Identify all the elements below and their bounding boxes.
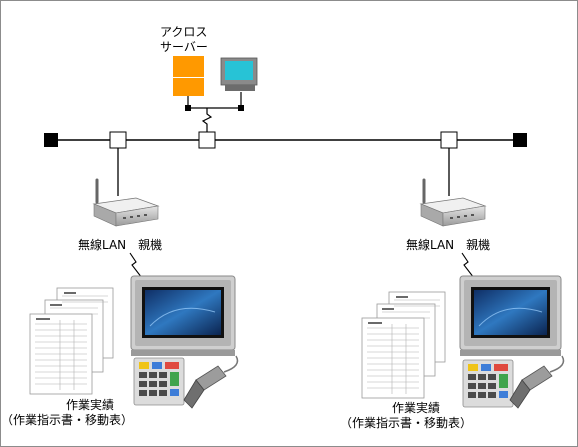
server-icon (173, 56, 204, 96)
server-label-line1: アクロス (160, 25, 208, 39)
records-right-title: 作業実績 (391, 401, 440, 415)
documents-right-icon (361, 291, 446, 399)
terminal-left-icon (130, 275, 239, 409)
network-node-left (109, 131, 127, 149)
access-point-right-label: 無線LAN 親機 (406, 238, 491, 252)
barcode-scanner-left-icon (183, 355, 239, 409)
terminator-left (44, 133, 58, 147)
network-node-right (440, 131, 458, 149)
network-node-center (198, 131, 216, 149)
keypad-right-icon (462, 359, 514, 408)
access-point-right-icon (419, 178, 487, 279)
terminator-right (513, 133, 527, 147)
terminal-right-icon (459, 275, 565, 409)
monitor-icon (220, 57, 258, 91)
records-left-title: 作業実績 (65, 398, 114, 412)
records-left-subtitle: （作業指示書・移動表） (1, 413, 134, 427)
server-label-line2: サーバー (160, 40, 208, 54)
access-point-left-label: 無線LAN 親機 (78, 238, 163, 252)
keypad-left-icon (133, 357, 185, 406)
records-right-subtitle: （作業指示書・移動表） (340, 416, 473, 430)
documents-left-icon (29, 287, 114, 395)
barcode-scanner-right-icon (509, 355, 565, 409)
network-backbone (44, 92, 527, 196)
access-point-left-icon (92, 178, 160, 279)
